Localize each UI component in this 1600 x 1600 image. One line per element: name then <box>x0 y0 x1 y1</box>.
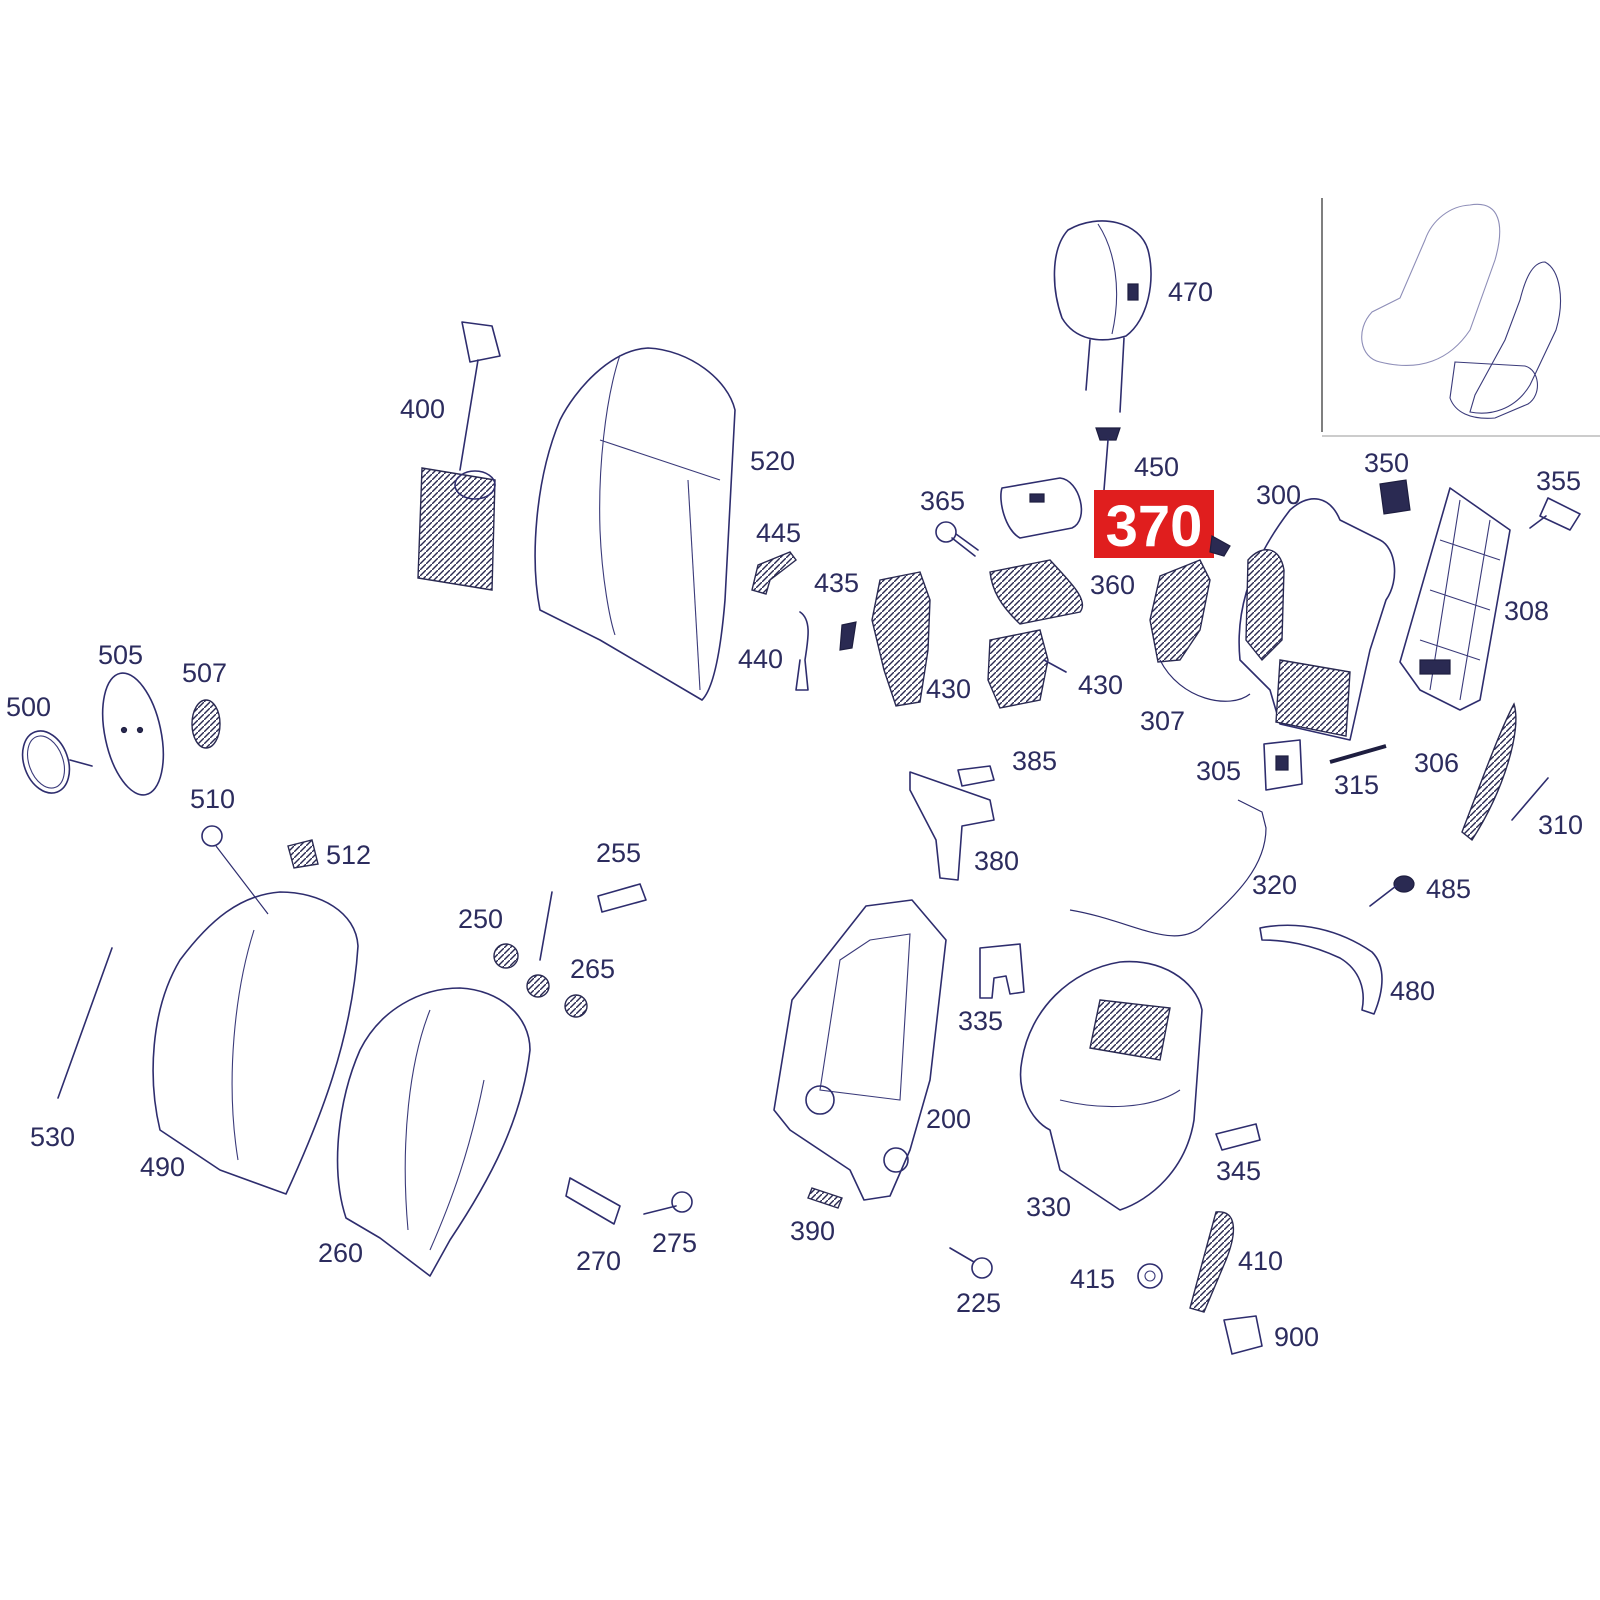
inset-front-seat-outline <box>1469 261 1562 414</box>
callout-265: 265 <box>570 954 615 984</box>
callout-415: 415 <box>1070 1264 1115 1294</box>
callout-505: 505 <box>98 640 143 670</box>
part-small-brackets <box>751 551 857 691</box>
part-seat-cushion-330 <box>1019 960 1203 1211</box>
part-headrest-guide <box>1095 427 1121 491</box>
callout-510: 510 <box>190 784 235 814</box>
callout-255: 255 <box>596 838 641 868</box>
part-back-panel-490 <box>152 891 359 1195</box>
part-370-highlight: 370 <box>1094 490 1231 559</box>
callout-335: 335 <box>958 1006 1003 1036</box>
callout-360: 360 <box>1090 570 1135 600</box>
callout-225: 225 <box>956 1288 1001 1318</box>
callout-300: 300 <box>1256 480 1301 510</box>
callout-365: 365 <box>920 486 965 516</box>
callout-507: 507 <box>182 658 227 688</box>
part-seat-frame-200 <box>773 899 947 1201</box>
callout-250: 250 <box>458 904 503 934</box>
part-wiring-harness <box>1069 799 1267 937</box>
callout-307: 307 <box>1140 706 1185 736</box>
inset-seat-cushion <box>1449 361 1538 419</box>
part-screw-225 <box>949 1247 993 1279</box>
callout-380: 380 <box>974 846 1019 876</box>
part-ring-500 <box>21 730 93 794</box>
highlight-box <box>1094 490 1214 558</box>
part-cover-270 <box>565 1177 621 1225</box>
part-ring-510 <box>201 825 269 915</box>
callout-900: 900 <box>1274 1322 1319 1352</box>
callout-490: 490 <box>140 1152 185 1182</box>
part-backrest-cover <box>534 347 736 701</box>
part-clip-512 <box>287 839 319 869</box>
part-motor-430-a <box>871 571 931 707</box>
part-bolt-365 <box>935 521 979 557</box>
part-pin-310 <box>1511 777 1549 821</box>
callout-430-b: 430 <box>1078 670 1123 700</box>
part-bolt-485 <box>1369 875 1415 907</box>
callout-320: 320 <box>1252 870 1297 900</box>
part-screw-345 <box>1215 1123 1261 1151</box>
callout-260: 260 <box>318 1238 363 1268</box>
callout-306: 306 <box>1414 748 1459 778</box>
part-control-module <box>1263 739 1303 791</box>
part-motor-430-b <box>987 629 1067 709</box>
part-spring-390 <box>807 1187 843 1209</box>
callout-275: 275 <box>652 1228 697 1258</box>
callout-410: 410 <box>1238 1246 1283 1276</box>
callout-400: 400 <box>400 394 445 424</box>
callout-270: 270 <box>576 1246 621 1276</box>
part-bracket-380 <box>909 765 995 881</box>
callout-310: 310 <box>1538 810 1583 840</box>
part-screw-255 <box>597 883 647 913</box>
part-trim-480 <box>1259 924 1383 1015</box>
callout-labels: 470 400 520 450 365 355 350 300 445 435 … <box>6 277 1583 1352</box>
part-nut-415 <box>1137 1263 1163 1289</box>
callout-305: 305 <box>1196 756 1241 786</box>
part-knob-250 <box>493 891 553 998</box>
part-disc-505 <box>101 672 165 796</box>
part-backrest-trim-260 <box>336 987 531 1277</box>
callout-315: 315 <box>1334 770 1379 800</box>
callout-470: 470 <box>1168 277 1213 307</box>
callout-520: 520 <box>750 446 795 476</box>
callout-512: 512 <box>326 840 371 870</box>
callout-355: 355 <box>1536 466 1581 496</box>
part-cap-265 <box>564 994 588 1018</box>
callout-330: 330 <box>1026 1192 1071 1222</box>
callout-480: 480 <box>1390 976 1435 1006</box>
part-rod-530 <box>57 947 113 1099</box>
callout-435: 435 <box>814 568 859 598</box>
callout-308: 308 <box>1504 596 1549 626</box>
callout-445: 445 <box>756 518 801 548</box>
callout-485: 485 <box>1426 874 1471 904</box>
part-side-trim-306 <box>1461 702 1517 842</box>
part-cover-410 <box>1189 1211 1235 1313</box>
callout-390: 390 <box>790 1216 835 1246</box>
inset-back-seat-outline <box>1361 203 1501 366</box>
callout-350: 350 <box>1364 448 1409 478</box>
callout-430-a: 430 <box>926 674 971 704</box>
part-knob-507 <box>191 699 221 749</box>
part-screw-355 <box>1529 497 1581 531</box>
part-switch-housing <box>989 477 1084 625</box>
part-screw-275 <box>643 1191 693 1215</box>
part-clip-335 <box>979 943 1025 999</box>
part-cap-900 <box>1223 1315 1263 1355</box>
callout-530: 530 <box>30 1122 75 1152</box>
part-rod-315 <box>1329 744 1387 764</box>
callout-200: 200 <box>926 1104 971 1134</box>
part-lumbar-module <box>417 321 501 591</box>
callout-450: 450 <box>1134 452 1179 482</box>
highlight-label: 370 <box>1106 494 1203 559</box>
callout-500: 500 <box>6 692 51 722</box>
callout-345: 345 <box>1216 1156 1261 1186</box>
part-backrest-mesh <box>1399 487 1511 711</box>
part-backrest-frame <box>1238 479 1411 741</box>
reference-inset <box>1321 198 1600 437</box>
part-headrest <box>1053 220 1152 413</box>
callout-385: 385 <box>1012 746 1057 776</box>
callout-440: 440 <box>738 644 783 674</box>
part-lumbar-mat <box>1149 559 1251 702</box>
